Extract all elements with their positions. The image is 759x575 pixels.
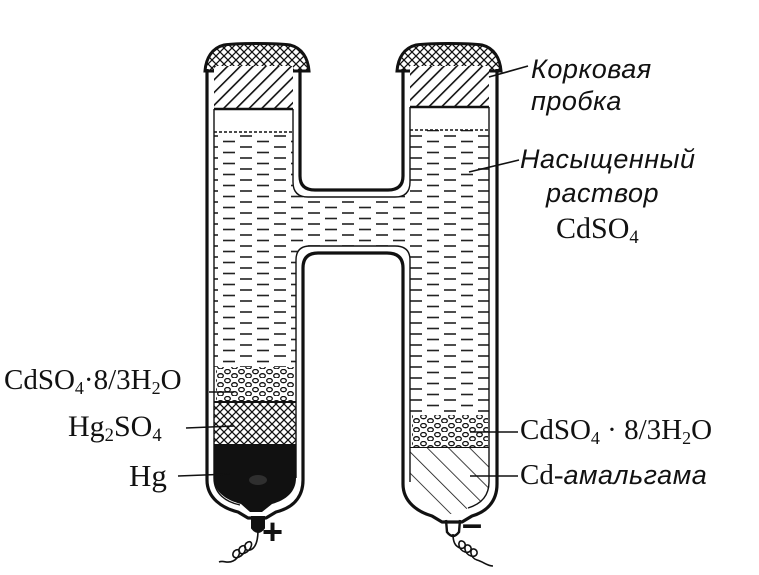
positive-terminal-sign: + [262, 511, 284, 552]
left-cork [214, 66, 293, 109]
label-left-crystals: CdSO4·8/3H2O [4, 364, 182, 399]
negative-terminal-sign: – [462, 503, 483, 544]
right-cap [395, 42, 503, 73]
leader-hg [177, 473, 231, 477]
cadmium-amalgam-layer [410, 448, 489, 514]
negative-wire [452, 533, 494, 567]
leader-solution [468, 159, 520, 173]
label-hg: Hg [129, 458, 167, 493]
label-solution-line1: Насыщенный [520, 144, 696, 174]
h-tube-inner-wall [213, 107, 490, 509]
h-tube-outer-wall [205, 69, 499, 524]
label-cork-line2: пробка [531, 86, 622, 116]
mercurous-sulfate-paste [214, 402, 296, 444]
saturated-solution [214, 130, 489, 415]
h-tube-outer-wall-top-arch [298, 69, 405, 192]
label-hg2so4: Hg2SO4 [68, 410, 162, 447]
positive-wire [218, 529, 259, 563]
label-cork-line1: Корковая [531, 54, 652, 84]
leader-hg2so4 [185, 425, 235, 429]
label-right-crystals: CdSO4 · 8/3H2O [520, 414, 713, 449]
left-crystals-layer [216, 367, 294, 402]
left-cap [203, 42, 311, 73]
right-cork [410, 66, 489, 107]
leader-cork [488, 65, 529, 78]
label-solution-formula: CdSO4 [556, 212, 639, 249]
label-cd-amalgam: Cd-амальгама [520, 459, 708, 491]
label-solution-line2: раствор [546, 178, 660, 208]
